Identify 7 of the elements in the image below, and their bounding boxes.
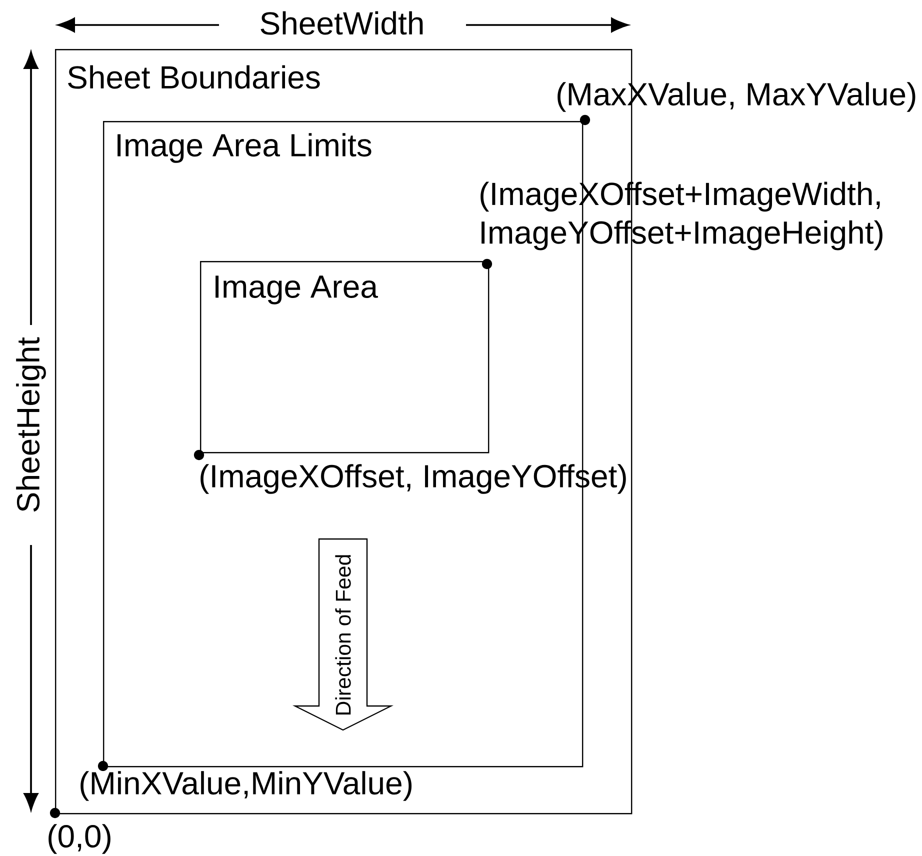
box-title: Image Area Limits (118, 133, 372, 163)
box-title: Image Area (216, 276, 378, 304)
dimension-label: SheetHeight (16, 337, 46, 512)
box-title: Sheet Boundaries (68, 65, 320, 89)
coordinate-label: (0,0) (48, 824, 110, 854)
dimension-label: SheetWidth (260, 11, 423, 35)
coordinate-label: (MinXValue,MinYValue) (80, 771, 412, 801)
